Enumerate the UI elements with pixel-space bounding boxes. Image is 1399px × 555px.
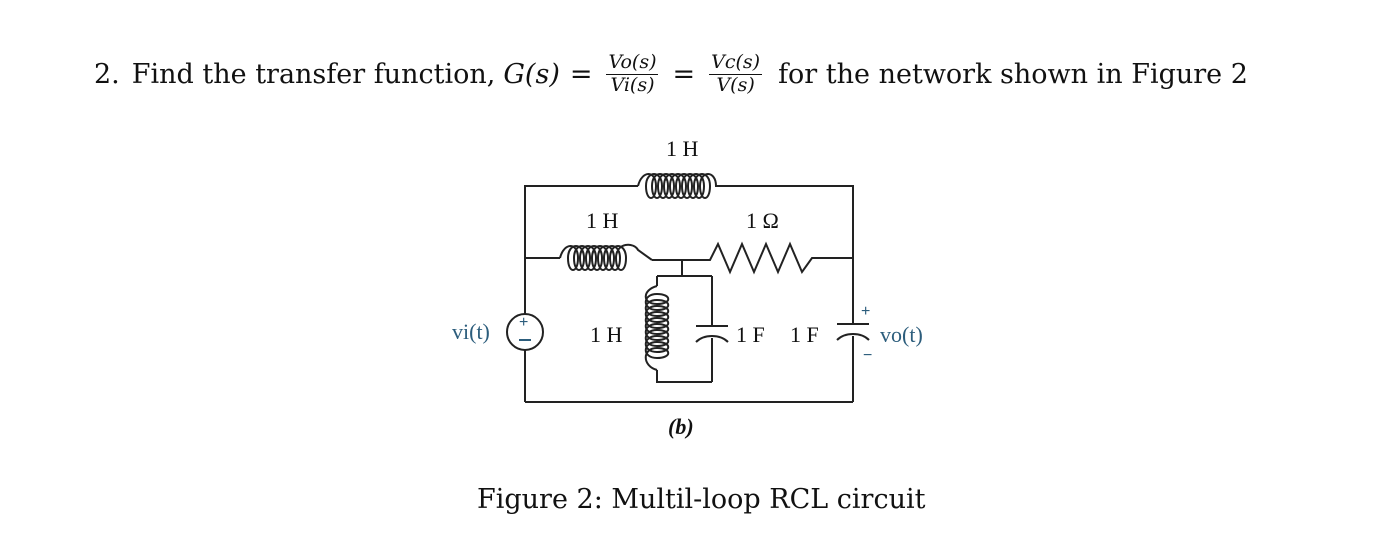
subfigure-label: (b) (668, 414, 694, 439)
problem-lead-text: Find the transfer function, (131, 58, 496, 90)
top-inductor-label: 1 H (666, 136, 699, 161)
circuit-figure: + 1 H 1 H 1 Ω 1 H 1 F 1 F vi(t) vo(t) + … (420, 120, 980, 450)
vertical-inductor-bottom-lead (656, 370, 712, 383)
voltage-source-circle (506, 313, 544, 351)
problem-statement: 2. Find the transfer function, G(s) = Vo… (94, 44, 1248, 104)
fraction-vo-over-vi: Vo(s) Vi(s) (606, 50, 659, 96)
top-inductor-coil (637, 173, 730, 199)
output-voltage-label: vo(t) (880, 322, 923, 347)
middle-capacitor-label: 1 F (736, 322, 765, 347)
fraction-2-denominator: V(s) (716, 73, 755, 96)
fraction-vc-over-v: Vc(s) V(s) (709, 50, 763, 96)
top-wire-left (524, 185, 638, 402)
problem-number: 2. (94, 58, 120, 90)
middle-inductor-coil (559, 243, 653, 271)
figure-caption: Figure 2: Multil-loop RCL circuit (477, 484, 926, 515)
transfer-function-symbol: G(s) (503, 58, 560, 90)
equals-sign-1: = (569, 58, 593, 90)
vertical-inductor-coil (644, 285, 670, 371)
middle-capacitor-bottom-plate (695, 335, 729, 343)
fraction-2-numerator: Vc(s) (709, 50, 763, 75)
resistor-zigzag (682, 241, 853, 275)
vertical-inductor-label: 1 H (590, 322, 623, 347)
voltage-source-plus: + (519, 314, 528, 331)
right-capacitor-label: 1 F (790, 322, 819, 347)
problem-trailing-text: for the network shown in Figure 2 (778, 58, 1248, 90)
circuit-diagram: + 1 H 1 H 1 Ω 1 H 1 F 1 F vi(t) vo(t) + … (452, 136, 923, 439)
equals-sign-2: = (672, 58, 696, 90)
output-minus-sign: − (863, 347, 872, 364)
source-voltage-label: vi(t) (452, 319, 490, 344)
output-plus-sign: + (861, 303, 870, 320)
top-wire-right (730, 185, 854, 258)
fraction-1-denominator: Vi(s) (610, 73, 655, 96)
fraction-1-numerator: Vo(s) (606, 50, 659, 75)
right-capacitor-bottom-plate (836, 333, 870, 341)
middle-inductor-label: 1 H (586, 208, 619, 233)
resistor-label: 1 Ω (746, 208, 779, 233)
